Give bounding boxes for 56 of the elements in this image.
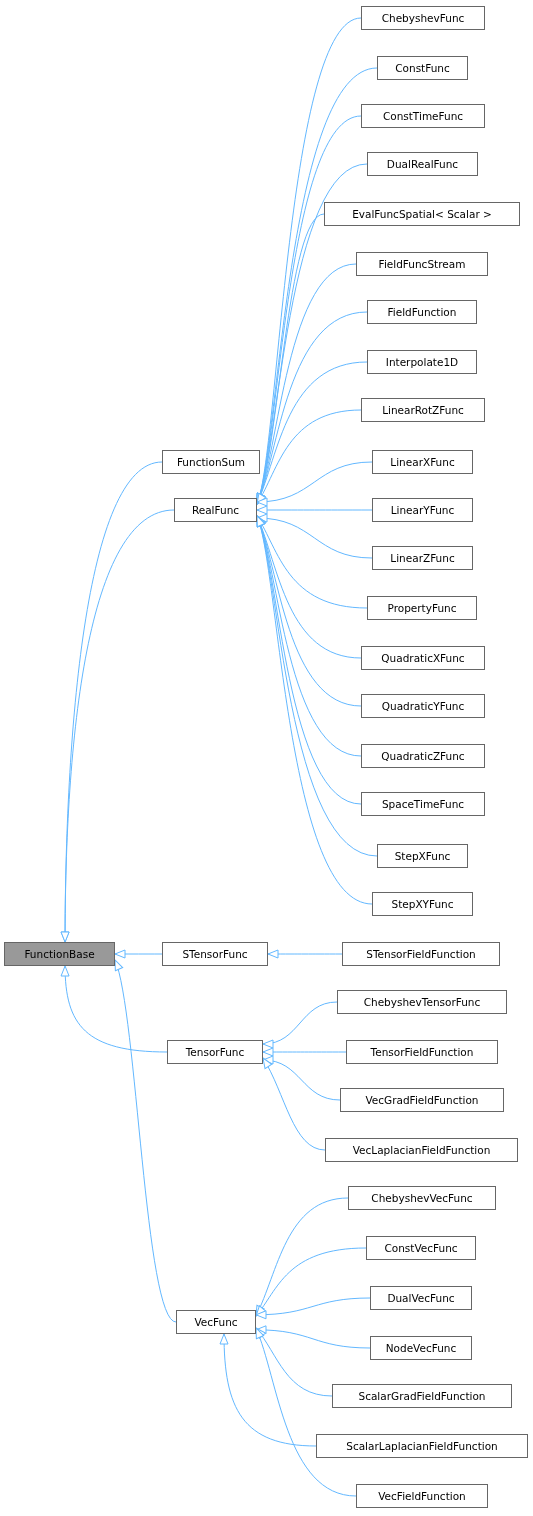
inheritance-arrow xyxy=(262,1057,326,1151)
class-box: PropertyFunc xyxy=(367,596,477,620)
inheritance-arrow xyxy=(60,509,175,943)
inheritance-arrow xyxy=(262,1001,338,1048)
class-box: FieldFuncStream xyxy=(356,252,488,276)
inheritance-arrow xyxy=(255,1327,333,1397)
inheritance-arrow xyxy=(256,461,373,506)
inheritance-arrow xyxy=(262,1047,347,1057)
inheritance-arrow xyxy=(255,1327,357,1497)
class-box: STensorFieldFunction xyxy=(342,942,500,966)
class-box: ChebyshevFunc xyxy=(361,6,485,30)
inheritance-arrow xyxy=(255,1297,371,1320)
class-box: TensorFunc xyxy=(167,1040,263,1064)
class-box: QuadraticYFunc xyxy=(361,694,485,718)
inheritance-arrow xyxy=(113,959,177,1323)
class-box: FieldFunction xyxy=(367,300,477,324)
class-box: VecLaplacianFieldFunction xyxy=(325,1138,518,1162)
class-box: Interpolate1D xyxy=(367,350,477,374)
inheritance-arrow xyxy=(256,514,373,559)
class-box: LinearYFunc xyxy=(372,498,473,522)
class-box: ConstFunc xyxy=(377,56,468,80)
inheritance-arrow xyxy=(114,949,163,959)
class-box: RealFunc xyxy=(174,498,257,522)
class-box: NodeVecFunc xyxy=(370,1336,472,1360)
class-box: FunctionBase xyxy=(4,942,115,966)
class-box: ChebyshevVecFunc xyxy=(348,1186,496,1210)
class-box: QuadraticZFunc xyxy=(361,744,485,768)
class-box: ConstVecFunc xyxy=(366,1236,476,1260)
class-box: ScalarLaplacianFieldFunction xyxy=(316,1434,528,1458)
inheritance-arrow xyxy=(262,1056,341,1101)
class-box: SpaceTimeFunc xyxy=(361,792,485,816)
class-box: TensorFieldFunction xyxy=(346,1040,498,1064)
class-box: ScalarGradFieldFunction xyxy=(332,1384,512,1408)
inheritance-arrow xyxy=(256,505,373,515)
inheritance-arrow xyxy=(255,1325,371,1349)
class-box: FunctionSum xyxy=(162,450,260,474)
inheritance-arrow xyxy=(60,965,168,1053)
class-box: DualRealFunc xyxy=(367,152,478,176)
class-box: DualVecFunc xyxy=(370,1286,472,1310)
class-box: ConstTimeFunc xyxy=(361,104,485,128)
inheritance-arrow xyxy=(219,1333,317,1447)
inheritance-arrow xyxy=(267,949,343,959)
class-box: QuadraticXFunc xyxy=(361,646,485,670)
class-box: LinearZFunc xyxy=(372,546,473,570)
class-box: EvalFuncSpatial< Scalar > xyxy=(324,202,520,226)
class-box: STensorFunc xyxy=(162,942,268,966)
class-box: LinearRotZFunc xyxy=(361,398,485,422)
class-box: VecGradFieldFunction xyxy=(340,1088,504,1112)
class-box: LinearXFunc xyxy=(372,450,473,474)
inheritance-arrow xyxy=(256,515,368,609)
class-box: StepXFunc xyxy=(377,844,468,868)
class-box: VecFieldFunction xyxy=(356,1484,488,1508)
class-box: ChebyshevTensorFunc xyxy=(337,990,507,1014)
class-box: VecFunc xyxy=(176,1310,256,1334)
class-box: StepXYFunc xyxy=(372,892,473,916)
inheritance-arrow xyxy=(255,1247,367,1317)
